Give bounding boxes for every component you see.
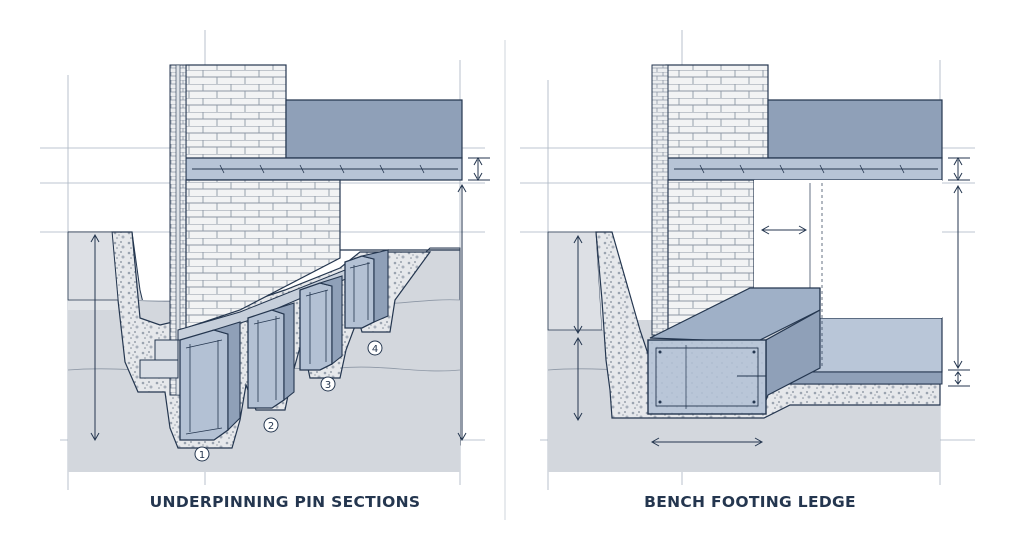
wall-edge-inner (175, 64, 181, 396)
pin-label-3: 3 (320, 376, 336, 392)
dimension-lines (90, 156, 490, 442)
pin-section-3 (299, 275, 343, 371)
soil-wedge (547, 231, 603, 331)
dimension-lines (573, 156, 970, 447)
pin-label-1: 1 (194, 446, 210, 462)
pin-label-text: 4 (372, 344, 378, 355)
bench-footing (647, 287, 821, 415)
footing-step (139, 359, 179, 379)
pin-section-2 (247, 302, 295, 409)
rebar-ticks (699, 164, 905, 174)
wall-edge-column (651, 64, 669, 336)
upper-wall (185, 64, 287, 171)
floor-slab-top (767, 99, 943, 159)
panel-title-underpinning: UNDERPINNING PIN SECTIONS (149, 493, 421, 511)
pin-label-text: 2 (268, 421, 274, 432)
pin-label-text: 3 (325, 380, 331, 391)
soil-wedge (67, 231, 119, 301)
rebar-ticks (219, 164, 425, 174)
pin-section-4 (344, 249, 389, 329)
floor-slab-top (285, 99, 463, 159)
pin-label-2: 2 (263, 417, 279, 433)
lower-wall (185, 179, 341, 329)
pin-label-text: 1 (199, 450, 205, 461)
pin-section-1 (179, 321, 241, 441)
panel-title-bench-footing: BENCH FOOTING LEDGE (644, 493, 856, 511)
upper-wall (665, 64, 769, 171)
underpinning-panel: 1 2 3 4 (40, 30, 506, 520)
bench-footing-panel (520, 30, 975, 490)
pin-label-4: 4 (367, 340, 383, 356)
footing-step (154, 339, 179, 361)
